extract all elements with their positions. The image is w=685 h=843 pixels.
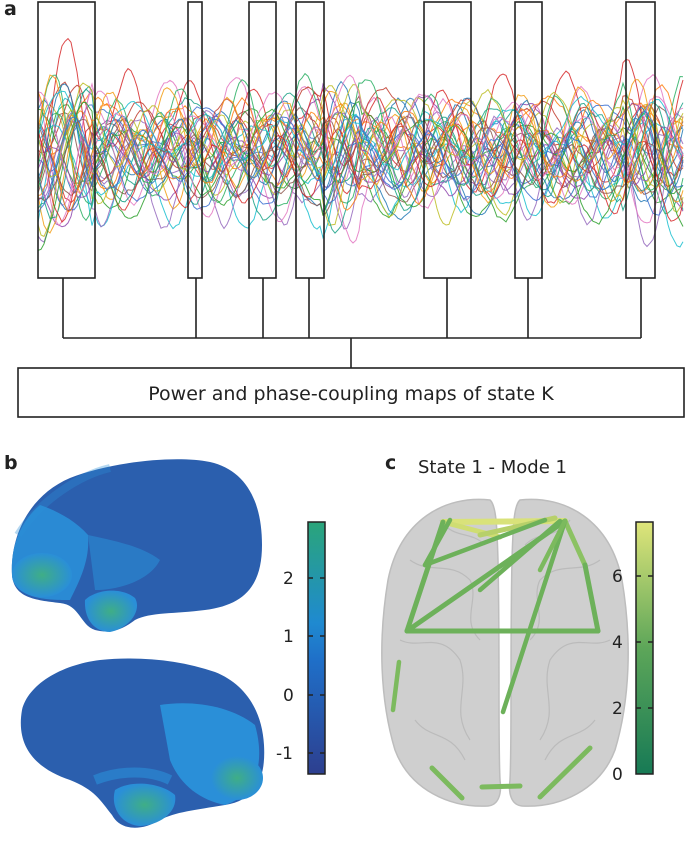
window-connectors	[62, 278, 642, 368]
colorbar-b	[307, 521, 326, 775]
window-box	[37, 1, 96, 279]
colorbar-c-tick-label: 0	[612, 765, 623, 785]
signal-trace	[37, 83, 684, 195]
edge	[477, 518, 563, 593]
panel-c-letter: c	[385, 452, 397, 474]
edge	[479, 783, 523, 790]
signal-trace	[37, 90, 684, 234]
edge	[582, 562, 601, 634]
time-series-traces	[37, 37, 684, 251]
brain-top-view	[381, 498, 629, 807]
signal-trace	[37, 88, 684, 209]
edge	[390, 659, 402, 713]
signal-trace	[37, 90, 684, 186]
colorbar-c	[635, 521, 654, 775]
signal-trace	[37, 109, 684, 202]
signal-trace	[37, 85, 684, 234]
connectivity-edges	[390, 515, 601, 801]
colorbar-c-tick-label: 6	[612, 567, 623, 587]
caption-text: Power and phase-coupling maps of state K	[148, 383, 554, 405]
edge	[500, 518, 568, 715]
panel-a-letter: a	[4, 0, 17, 20]
signal-trace	[37, 94, 684, 194]
colorbar-c-ticks	[636, 575, 653, 709]
signal-trace	[37, 122, 684, 216]
edge	[422, 517, 548, 568]
edge	[537, 745, 593, 800]
caption-box	[17, 367, 685, 418]
edge	[562, 518, 588, 568]
signal-trace	[37, 87, 684, 244]
panel-b-letter: b	[4, 452, 18, 474]
edge	[422, 517, 453, 568]
signal-trace	[37, 100, 684, 251]
brain-lower	[20, 658, 265, 828]
panel-c-title: State 1 - Mode 1	[418, 457, 567, 478]
signal-trace	[37, 122, 684, 223]
edge	[429, 765, 465, 801]
colorbar-c-tick-label: 2	[612, 699, 623, 719]
panel-b: 2 1 0 -1	[11, 459, 326, 828]
brain-upper	[11, 459, 262, 632]
colorbar-c-tick-label: 4	[612, 633, 623, 653]
colorbar-b-tick-label: -1	[276, 744, 293, 764]
signal-trace	[37, 72, 684, 222]
panel-c: State 1 - Mode 1	[381, 457, 654, 807]
panel-a: Power and phase-coupling maps of state K	[17, 1, 685, 418]
signal-trace	[37, 74, 684, 195]
edge	[537, 518, 568, 573]
colorbar-b-tick-label: 0	[283, 686, 294, 706]
colorbar-b-tick-label: 2	[283, 569, 294, 589]
signal-trace	[37, 110, 684, 214]
window-box	[187, 1, 203, 279]
colorbar-b-ticks	[308, 577, 325, 754]
signal-trace	[37, 84, 684, 181]
window-box	[295, 1, 325, 279]
signal-trace	[37, 112, 684, 215]
signal-trace	[37, 115, 684, 204]
colorbar-b-tick-label: 1	[283, 627, 294, 647]
